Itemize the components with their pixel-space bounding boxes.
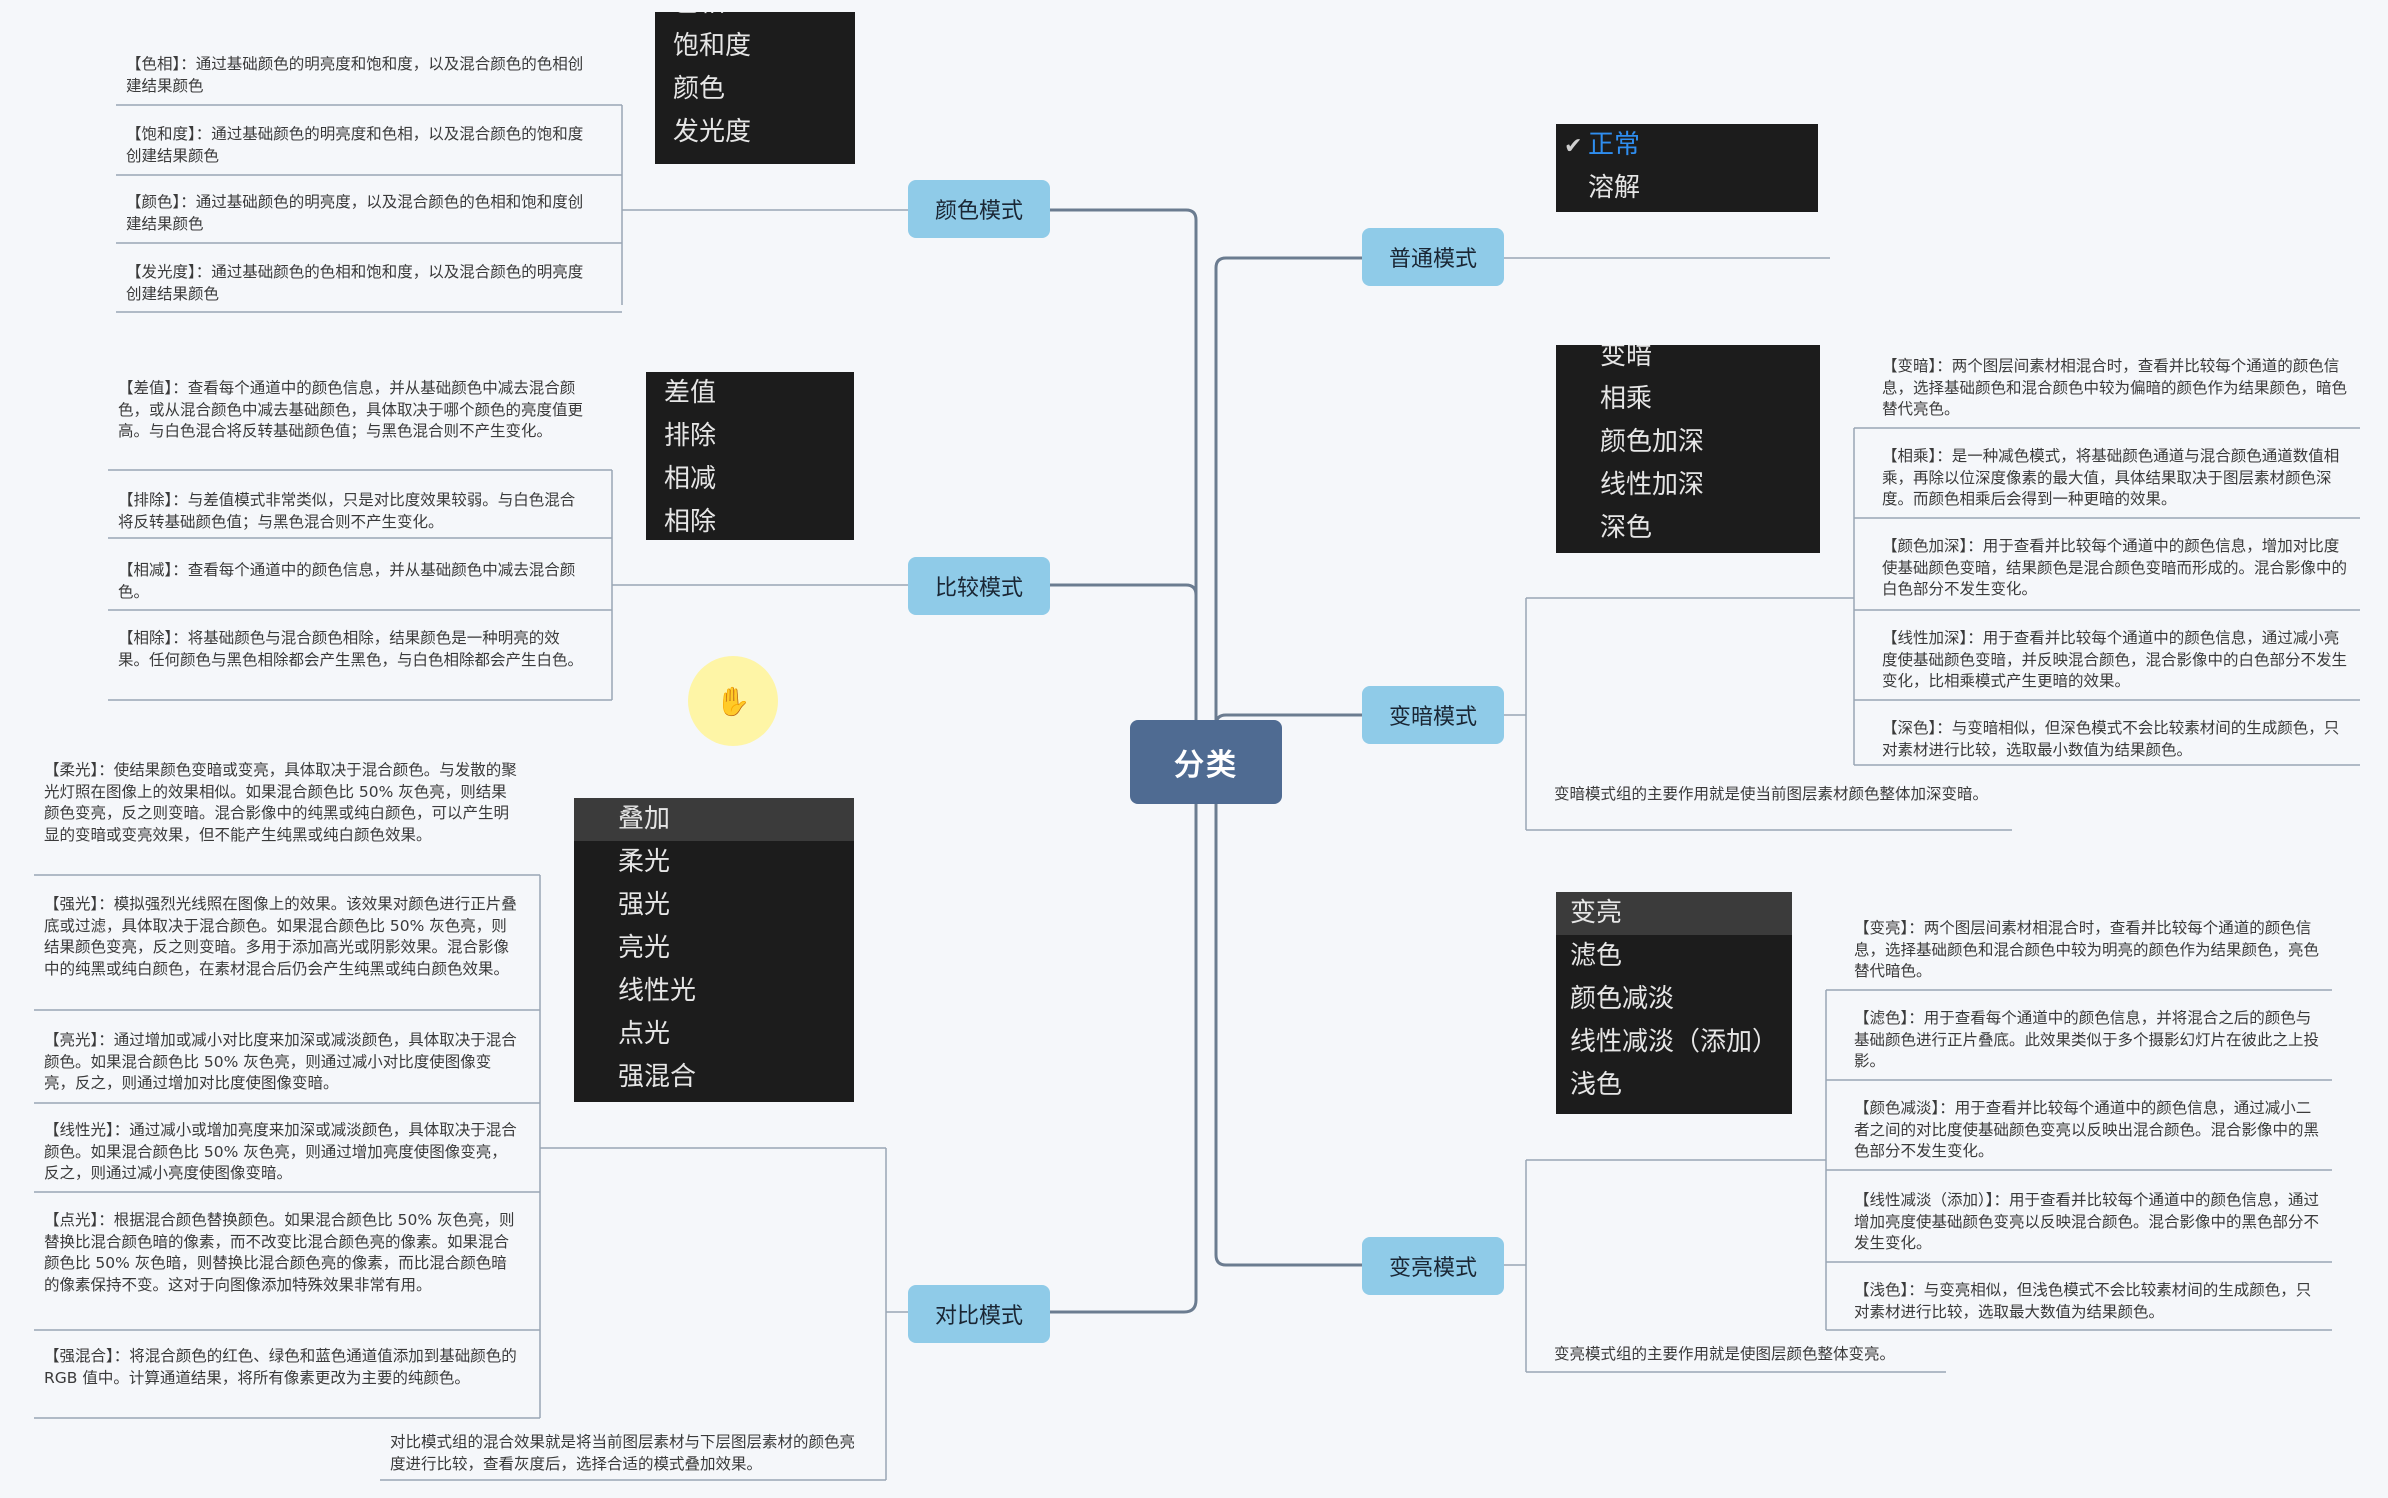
menu-item: 强光: [618, 890, 671, 920]
note-color[interactable]: 【颜色】：通过基础颜色的明亮度，以及混合颜色的色相和饱和度创建结果颜色: [126, 193, 584, 233]
topic-contrast-mode[interactable]: 对比模式: [908, 1285, 1050, 1343]
note-divide[interactable]: 【相除】：将基础颜色与混合颜色相除，结果颜色是一种明亮的效果。任何颜色与黑色相除…: [118, 629, 584, 669]
menu-item: 变暗: [1600, 345, 1653, 371]
note-exclusion[interactable]: 【排除】：与差值模式非常类似，只是对比度效果较弱。与白色混合将反转基础颜色值；与…: [118, 491, 576, 531]
note-contrast-summary[interactable]: 对比模式组的混合效果就是将当前图层素材与下层图层素材的颜色亮度进行比较，查看灰度…: [390, 1433, 856, 1473]
color-mode-menu-image: 色相 饱和度 颜色 发光度: [655, 12, 855, 164]
note-lighten-summary[interactable]: 变亮模式组的主要作用就是使图层颜色整体变亮。: [1554, 1345, 1896, 1363]
normal-mode-menu-image: ✔正常 溶解: [1556, 124, 1818, 212]
note-saturation[interactable]: 【饱和度】：通过基础颜色的明亮度和色相，以及混合颜色的饱和度创建结果颜色: [126, 125, 584, 165]
note-darken-summary[interactable]: 变暗模式组的主要作用就是使当前图层素材颜色整体加深变暗。: [1554, 785, 1989, 803]
note-linear-burn[interactable]: 【线性加深】：用于查看并比较每个通道中的颜色信息，通过减小亮度使基础颜色变暗，并…: [1882, 629, 2348, 690]
topic-normal-mode[interactable]: 普通模式: [1362, 228, 1504, 286]
note-hard-light[interactable]: 【强光】：模拟强烈光线照在图像上的效果。该效果对颜色进行正片叠底或过滤，具体取决…: [44, 895, 517, 978]
menu-item: 颜色减淡: [1570, 984, 1675, 1014]
menu-item: 点光: [618, 1019, 671, 1049]
menu-item: 亮光: [618, 933, 671, 963]
hand-cursor-icon: ✋: [715, 685, 751, 717]
menu-item: 强混合: [618, 1062, 697, 1092]
menu-item: 叠加: [574, 798, 854, 841]
menu-item: 柔光: [618, 847, 671, 877]
menu-item: 饱和度: [673, 31, 752, 61]
menu-item: 线性加深: [1600, 470, 1705, 500]
menu-item: 相乘: [1600, 384, 1653, 414]
note-linear-dodge[interactable]: 【线性减淡（添加）】：用于查看并比较每个通道中的颜色信息，通过增加亮度使基础颜色…: [1854, 1191, 2320, 1252]
note-soft-light[interactable]: 【柔光】：使结果颜色变暗或变亮，具体取决于混合颜色。与发散的聚光灯照在图像上的效…: [44, 761, 517, 844]
note-difference[interactable]: 【差值】：查看每个通道中的颜色信息，并从基础颜色中减去混合颜色，或从混合颜色中减…: [118, 379, 584, 440]
compare-mode-menu-image: 差值 排除 相减 相除: [646, 372, 854, 540]
note-darker-color[interactable]: 【深色】：与变暗相似，但深色模式不会比较素材间的生成颜色，只对素材进行比较，选取…: [1882, 719, 2340, 759]
menu-item: 排除: [664, 421, 717, 451]
central-topic[interactable]: 分类: [1130, 720, 1282, 804]
menu-item: 线性减淡（添加）: [1570, 1027, 1779, 1057]
menu-item: 相减: [664, 464, 717, 494]
note-hard-mix[interactable]: 【强混合】：将混合颜色的红色、绿色和蓝色通道值添加到基础颜色的 RGB 值中。计…: [44, 1347, 517, 1387]
note-darken[interactable]: 【变暗】：两个图层间素材相混合时，查看并比较每个通道的颜色信息，选择基础颜色和混…: [1882, 357, 2348, 418]
menu-item-selected: ✔正常: [1556, 124, 1818, 167]
note-multiply[interactable]: 【相乘】：是一种减色模式，将基础颜色通道与混合颜色通道数值相乘，再除以位深度像素…: [1882, 447, 2340, 508]
menu-item: 色相: [655, 12, 855, 25]
topic-lighten-mode[interactable]: 变亮模式: [1362, 1237, 1504, 1295]
note-lighten[interactable]: 【变亮】：两个图层间素材相混合时，查看并比较每个通道的颜色信息，选择基础颜色和混…: [1854, 919, 2320, 980]
menu-item: 浅色: [1570, 1070, 1623, 1100]
menu-item: 相除: [664, 507, 717, 537]
contrast-mode-menu-image: 叠加 柔光 强光 亮光 线性光 点光 强混合: [574, 798, 854, 1102]
note-subtract[interactable]: 【相减】：查看每个通道中的颜色信息，并从基础颜色中减去混合颜色。: [118, 561, 576, 601]
darken-mode-menu-image: 变暗 相乘 颜色加深 线性加深 深色: [1556, 345, 1820, 553]
topic-darken-mode[interactable]: 变暗模式: [1362, 686, 1504, 744]
note-color-burn[interactable]: 【颜色加深】：用于查看并比较每个通道中的颜色信息，增加对比度使基础颜色变暗，结果…: [1882, 537, 2348, 598]
menu-item: 变亮: [1556, 892, 1792, 935]
menu-item: 线性光: [618, 976, 697, 1006]
note-pin-light[interactable]: 【点光】：根据混合颜色替换颜色。如果混合颜色比 50% 灰色亮，则替换比混合颜色…: [44, 1211, 515, 1294]
menu-item: 颜色加深: [1600, 427, 1705, 457]
menu-item: 差值: [664, 378, 717, 408]
menu-item: 颜色: [673, 74, 726, 104]
topic-compare-mode[interactable]: 比较模式: [908, 557, 1050, 615]
checkmark-icon: ✔: [1564, 134, 1583, 159]
menu-item: 深色: [1600, 513, 1653, 543]
note-linear-light[interactable]: 【线性光】：通过减小或增加亮度来加深或减淡颜色，具体取决于混合颜色。如果混合颜色…: [44, 1121, 517, 1182]
note-hue[interactable]: 【色相】：通过基础颜色的明亮度和饱和度，以及混合颜色的色相创建结果颜色: [126, 55, 584, 95]
topic-color-mode[interactable]: 颜色模式: [908, 180, 1050, 238]
menu-item: 溶解: [1588, 173, 1641, 203]
note-lighter-color[interactable]: 【浅色】：与变亮相似，但浅色模式不会比较素材间的生成颜色，只对素材进行比较，选取…: [1854, 1281, 2312, 1321]
note-luminosity[interactable]: 【发光度】：通过基础颜色的色相和饱和度，以及混合颜色的明亮度创建结果颜色: [126, 263, 584, 303]
note-screen[interactable]: 【滤色】：用于查看每个通道中的颜色信息，并将混合之后的颜色与基础颜色进行正片叠底…: [1854, 1009, 2320, 1070]
menu-item: 发光度: [673, 117, 752, 147]
menu-item: 滤色: [1570, 941, 1623, 971]
lighten-mode-menu-image: 变亮 滤色 颜色减淡 线性减淡（添加） 浅色: [1556, 892, 1792, 1114]
note-vivid-light[interactable]: 【亮光】：通过增加或减小对比度来加深或减淡颜色，具体取决于混合颜色。如果混合颜色…: [44, 1031, 517, 1092]
note-color-dodge[interactable]: 【颜色减淡】：用于查看并比较每个通道中的颜色信息，通过减小二者之间的对比度使基础…: [1854, 1099, 2320, 1160]
cursor-highlight: ✋: [688, 656, 778, 746]
